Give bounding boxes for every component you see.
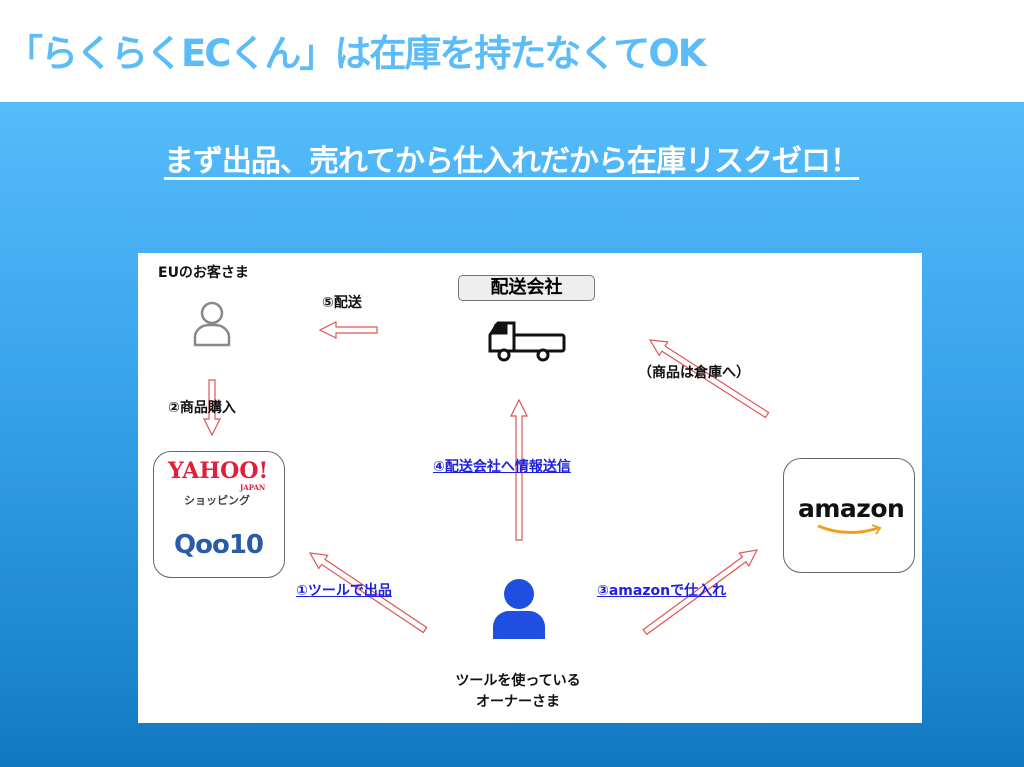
owner-icon (493, 579, 545, 639)
yahoo-shopping-text: ショッピング (184, 494, 250, 507)
truck-icon (488, 321, 566, 362)
arrow-step5-icon (318, 321, 378, 339)
step4-link[interactable]: ④配送会社へ情報送信 (433, 459, 571, 475)
warehouse-note: （商品は倉庫へ） (638, 365, 750, 381)
amazon-logo: amazon (798, 494, 905, 523)
owner-label-1: ツールを使っている (455, 673, 581, 689)
yahoo-japan-text: JAPAN (240, 483, 266, 492)
arrow-step3-icon (642, 549, 759, 636)
arrow-warehouse-icon (648, 339, 770, 419)
step2-label: ②商品購入 (168, 400, 236, 416)
owner-label-2: オーナーさま (476, 694, 560, 710)
slide-title: 「らくらくECくん」は在庫を持たなくてOK (6, 32, 706, 75)
flow-diagram: EUのお客さま 配送会社 ⑤配送 ②商品購入 （商品は倉庫へ） ④配送会社へ情報… (138, 253, 922, 723)
carrier-label: 配送会社 (458, 275, 595, 301)
yahoo-logo: YAHOO! (168, 458, 269, 484)
arrows-layer (193, 301, 770, 639)
arrow-step1-icon (308, 552, 428, 634)
qoo10-logo: Qoo10 (174, 530, 264, 560)
amazon-smile-icon (817, 524, 882, 535)
customer-icon (193, 301, 231, 347)
step3-link[interactable]: ③amazonで仕入れ (597, 583, 727, 599)
slide-subtitle: まず出品、売れてから仕入れだから在庫リスクゼロ！ (163, 144, 860, 179)
arrow-step2-icon (203, 379, 221, 437)
arrow-step4-icon (510, 398, 528, 541)
customer-label: EUのお客さま (158, 265, 249, 281)
step1-link[interactable]: ①ツールで出品 (296, 583, 392, 599)
step5-label: ⑤配送 (322, 295, 362, 311)
marketplace-box: YAHOO! JAPAN ショッピング Qoo10 (153, 451, 285, 578)
amazon-box: amazon (783, 458, 915, 573)
